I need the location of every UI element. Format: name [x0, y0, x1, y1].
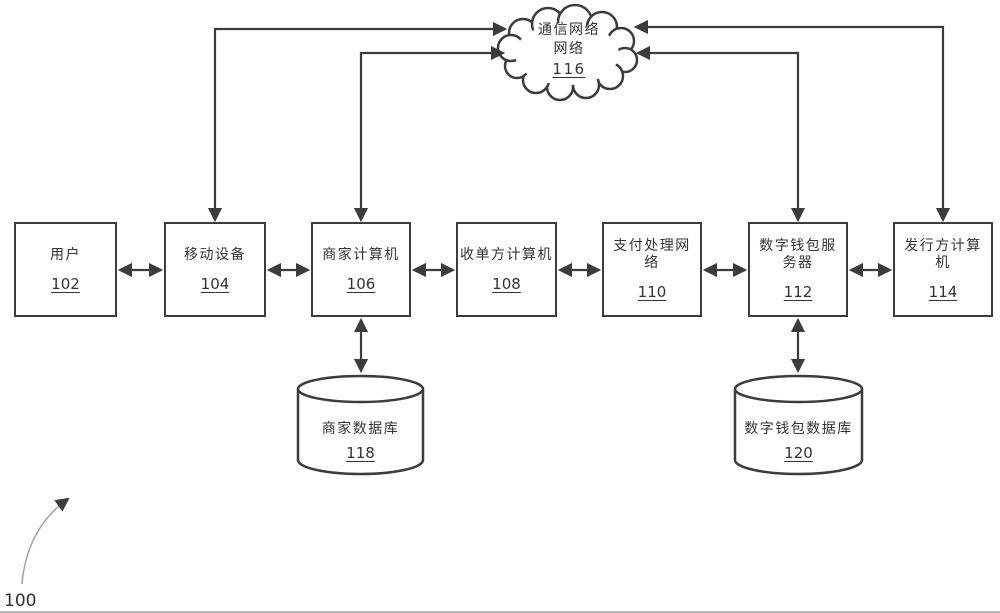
node-merchant-computer-106: 商家计算机 106: [311, 222, 411, 317]
node-label: 商家计算机: [322, 246, 400, 263]
node-ref: 114: [928, 283, 958, 301]
node-ref: 108: [492, 274, 521, 293]
database-ref: 120: [784, 444, 813, 462]
scan-edge-line: [0, 611, 1000, 613]
node-label: 发行方计算机: [904, 238, 982, 271]
node-ref: 110: [637, 283, 667, 301]
database-cylinder-120: [733, 374, 864, 476]
figure-ref-label: 100: [4, 591, 37, 611]
node-ref: 112: [783, 283, 813, 301]
node-label: 收单方计算机: [460, 246, 553, 263]
arrow-cloud-merchant: [353, 45, 506, 223]
node-digital-wallet-server-112: 数字钱包服务器 112: [748, 222, 848, 317]
database-merchant-db-118: 商家数据库 118: [298, 421, 423, 462]
cloud-ref: 116: [552, 60, 586, 78]
node-label: 数字钱包服务器: [759, 238, 837, 271]
node-user-102: 用户 102: [14, 222, 117, 317]
node-issuer-computer-114: 发行方计算机 114: [893, 222, 993, 317]
cloud-label-line1: 通信网络: [538, 22, 600, 38]
communication-network-cloud-icon: [496, 3, 639, 102]
cloud-label-line2: 网络: [553, 41, 585, 57]
node-acquirer-computer-108: 收单方计算机 108: [456, 222, 557, 317]
node-ref: 104: [200, 274, 230, 293]
node-payment-processing-network-110: 支付处理网络 110: [602, 222, 702, 317]
arrow-cloud-walletserver: [635, 45, 806, 223]
arrow-cloud-mobile: [207, 21, 508, 223]
database-ref: 118: [346, 444, 375, 462]
node-label: 移动设备: [184, 246, 246, 263]
figure-ref-arrow: [21, 497, 70, 585]
node-mobile-device-104: 移动设备 104: [164, 222, 266, 317]
database-wallet-db-120: 数字钱包数据库 120: [736, 421, 861, 462]
node-label: 支付处理网络: [613, 238, 691, 271]
arrow-cloud-issuer: [633, 19, 951, 223]
database-label: 数字钱包数据库: [744, 421, 853, 437]
cloud-communication-network: 通信网络 网络 116: [505, 21, 633, 80]
node-ref: 106: [346, 274, 376, 293]
node-ref: 102: [51, 274, 80, 293]
database-label: 商家数据库: [321, 421, 400, 437]
database-cylinder-118: [296, 374, 425, 476]
node-label: 用户: [50, 246, 81, 263]
